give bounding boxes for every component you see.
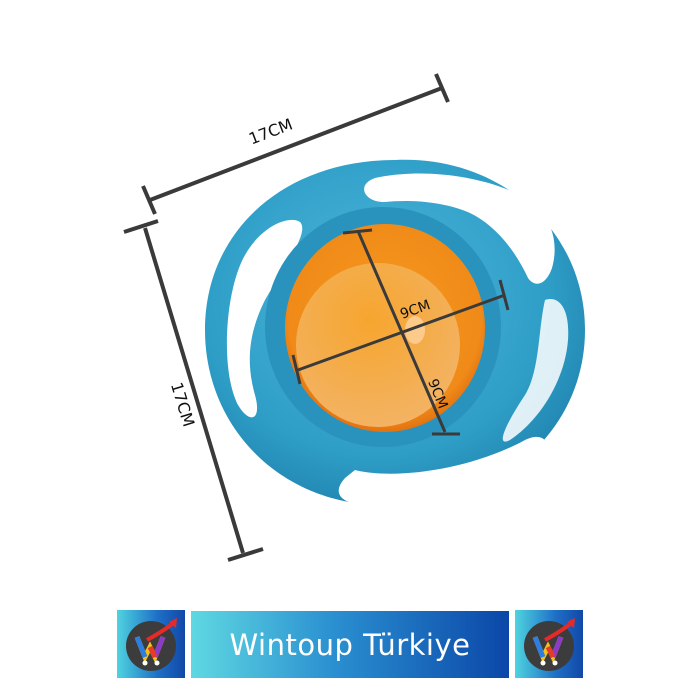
- gyro-bowl-illustration: [123, 73, 585, 562]
- inner-bowl: [296, 263, 460, 427]
- dimension-lines: [123, 73, 510, 562]
- brand-name: Wintoup Türkiye: [229, 627, 471, 662]
- shopping-cart-w-logo-icon: [524, 618, 575, 671]
- brand-logo-left: [117, 610, 185, 678]
- product-photo: 17CM 17CM 9CM 9CM: [123, 73, 585, 562]
- brand-name-banner: Wintoup Türkiye: [191, 611, 509, 678]
- brand-logo-right: [515, 610, 583, 678]
- shopping-cart-w-logo-icon: [126, 618, 177, 671]
